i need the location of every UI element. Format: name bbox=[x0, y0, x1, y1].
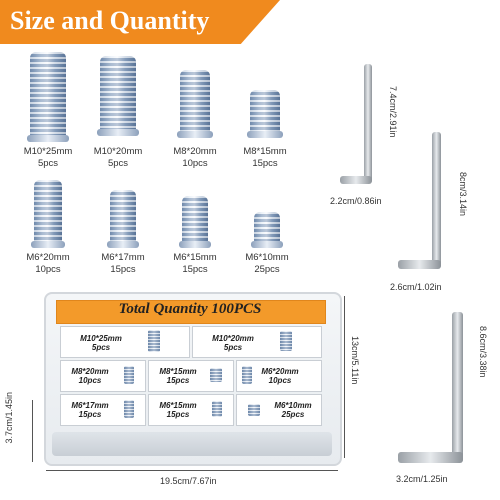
page-title: Size and Quantity bbox=[10, 6, 210, 35]
insert-m8x15-image bbox=[247, 90, 283, 138]
box-banner bbox=[56, 300, 326, 324]
box-compartment bbox=[60, 360, 146, 392]
key-width-label: 2.2cm/0.86in bbox=[330, 196, 382, 206]
box-depth-label: 3.7cm/1.45in bbox=[4, 392, 14, 444]
compartment-insert bbox=[242, 366, 252, 384]
depth-dimension-line bbox=[32, 400, 33, 462]
height-dimension-line bbox=[344, 296, 345, 458]
insert-m6x20-image bbox=[31, 180, 65, 248]
allen-key-large-foot bbox=[398, 452, 463, 463]
allen-key-medium-foot bbox=[398, 260, 441, 269]
box-height-label: 13cm/5.11in bbox=[350, 336, 360, 385]
compartment-insert bbox=[124, 366, 134, 384]
allen-key-large bbox=[452, 312, 463, 462]
compartment-insert bbox=[124, 400, 134, 418]
box-compartment bbox=[192, 326, 322, 358]
compartment-insert bbox=[210, 368, 222, 382]
insert-m8x20-image bbox=[177, 70, 213, 138]
compartment-insert bbox=[248, 404, 260, 416]
box-compartment bbox=[60, 326, 190, 358]
width-dimension-line bbox=[46, 470, 338, 471]
insert-m10x20-image bbox=[97, 56, 139, 136]
compartment-insert bbox=[212, 401, 222, 417]
box-title: Total Quantity 100PCS bbox=[118, 301, 262, 317]
allen-key-medium bbox=[432, 132, 441, 268]
key-width-label: 2.6cm/1.02in bbox=[390, 282, 442, 292]
insert-m6x10-image bbox=[251, 212, 283, 248]
box-base bbox=[52, 432, 332, 456]
key-length-label: 8cm/3.14in bbox=[458, 172, 468, 217]
box-width-label: 19.5cm/7.67in bbox=[160, 476, 217, 486]
key-length-label: 7.4cm/2.91in bbox=[388, 86, 398, 138]
header-accent bbox=[0, 0, 280, 44]
compartment-insert bbox=[280, 331, 292, 351]
compartment-insert bbox=[148, 330, 160, 352]
allen-key-small-foot bbox=[340, 176, 372, 184]
insert-m6x17-image bbox=[107, 190, 139, 248]
insert-m10x25-image bbox=[27, 52, 69, 142]
insert-m6x15-image bbox=[179, 196, 211, 248]
key-length-label: 8.6cm/3.38in bbox=[478, 326, 488, 378]
allen-key-small bbox=[364, 64, 372, 182]
key-width-label: 3.2cm/1.25in bbox=[396, 474, 448, 484]
